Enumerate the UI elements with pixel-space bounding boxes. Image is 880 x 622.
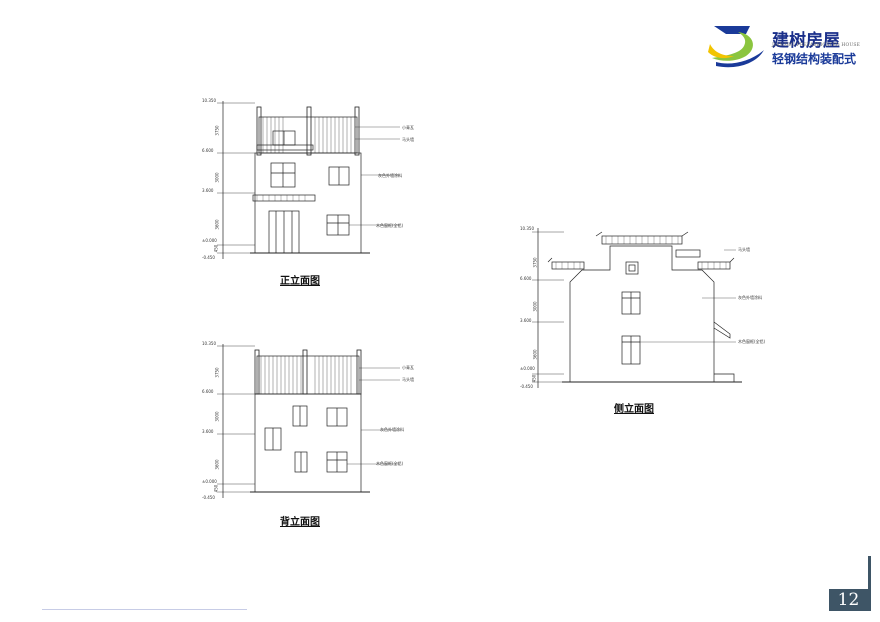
level-base: -0.450 (520, 384, 533, 389)
note-horse-wall: 马头墙 (738, 247, 750, 252)
dim-1: 3750 (532, 257, 538, 268)
level-floor2: 3.600 (520, 318, 532, 323)
level-floor2: 3.600 (202, 429, 214, 434)
front-elevation-drawing (217, 101, 400, 259)
level-ground: ±0.000 (202, 479, 217, 484)
dim-2: 3000 (214, 411, 220, 422)
back-elevation-caption: 背立面图 (280, 517, 320, 528)
back-elevation-drawing (217, 344, 400, 498)
level-top: 10.350 (202, 341, 216, 346)
dim-4: 450 (531, 374, 537, 383)
note-tile: 小青瓦 (402, 365, 414, 370)
dim-3: 3600 (214, 219, 220, 230)
note-horse-wall: 马头墙 (402, 137, 414, 142)
note-tile: 小青瓦 (402, 125, 414, 130)
dim-4: 450 (213, 244, 219, 253)
page-number-bar (868, 556, 871, 611)
level-base: -0.450 (202, 495, 215, 500)
dim-2: 3000 (532, 301, 538, 312)
note-wall-paint: 灰色外墙涂料 (738, 295, 762, 300)
page-number: 12 (829, 589, 868, 611)
level-ground: ±0.000 (202, 238, 217, 243)
brand-tagline: 轻钢结构装配式 (772, 52, 857, 66)
level-ground: ±0.000 (520, 366, 535, 371)
level-top: 10.350 (202, 98, 216, 103)
note-wall-paint: 灰色外墙涂料 (378, 173, 402, 178)
note-window-frame: 木色窗框(全铝) (738, 339, 766, 344)
note-window-frame: 木色窗框(全铝) (376, 461, 404, 466)
level-roof: 6.600 (202, 389, 214, 394)
level-base: -0.450 (202, 255, 215, 260)
side-elevation-drawing (532, 228, 742, 388)
front-elevation-caption: 正立面图 (280, 276, 320, 287)
note-horse-wall: 马头墙 (402, 377, 414, 382)
dim-3: 3600 (214, 459, 220, 470)
level-top: 10.350 (520, 226, 534, 231)
level-floor2: 3.600 (202, 188, 214, 193)
dim-1: 3750 (214, 125, 220, 136)
level-ticks (217, 102, 255, 254)
brand-name: 建树房屋 (772, 31, 840, 51)
note-window-frame: 木色窗框(全铝) (376, 223, 404, 228)
dim-4: 450 (213, 484, 219, 493)
jianshu-swirl-logo (708, 26, 764, 68)
brand-english-name: JIANSHU PREFABRICATED HOUSE (772, 43, 861, 48)
level-roof: 6.600 (520, 276, 532, 281)
note-wall-paint: 灰色外墙涂料 (380, 427, 404, 432)
dim-2: 3000 (214, 172, 220, 183)
footer-line (42, 609, 247, 610)
level-roof: 6.600 (202, 148, 214, 153)
dim-1: 3750 (214, 367, 220, 378)
side-elevation-caption: 侧立面图 (614, 404, 654, 415)
dim-3: 3600 (532, 349, 538, 360)
